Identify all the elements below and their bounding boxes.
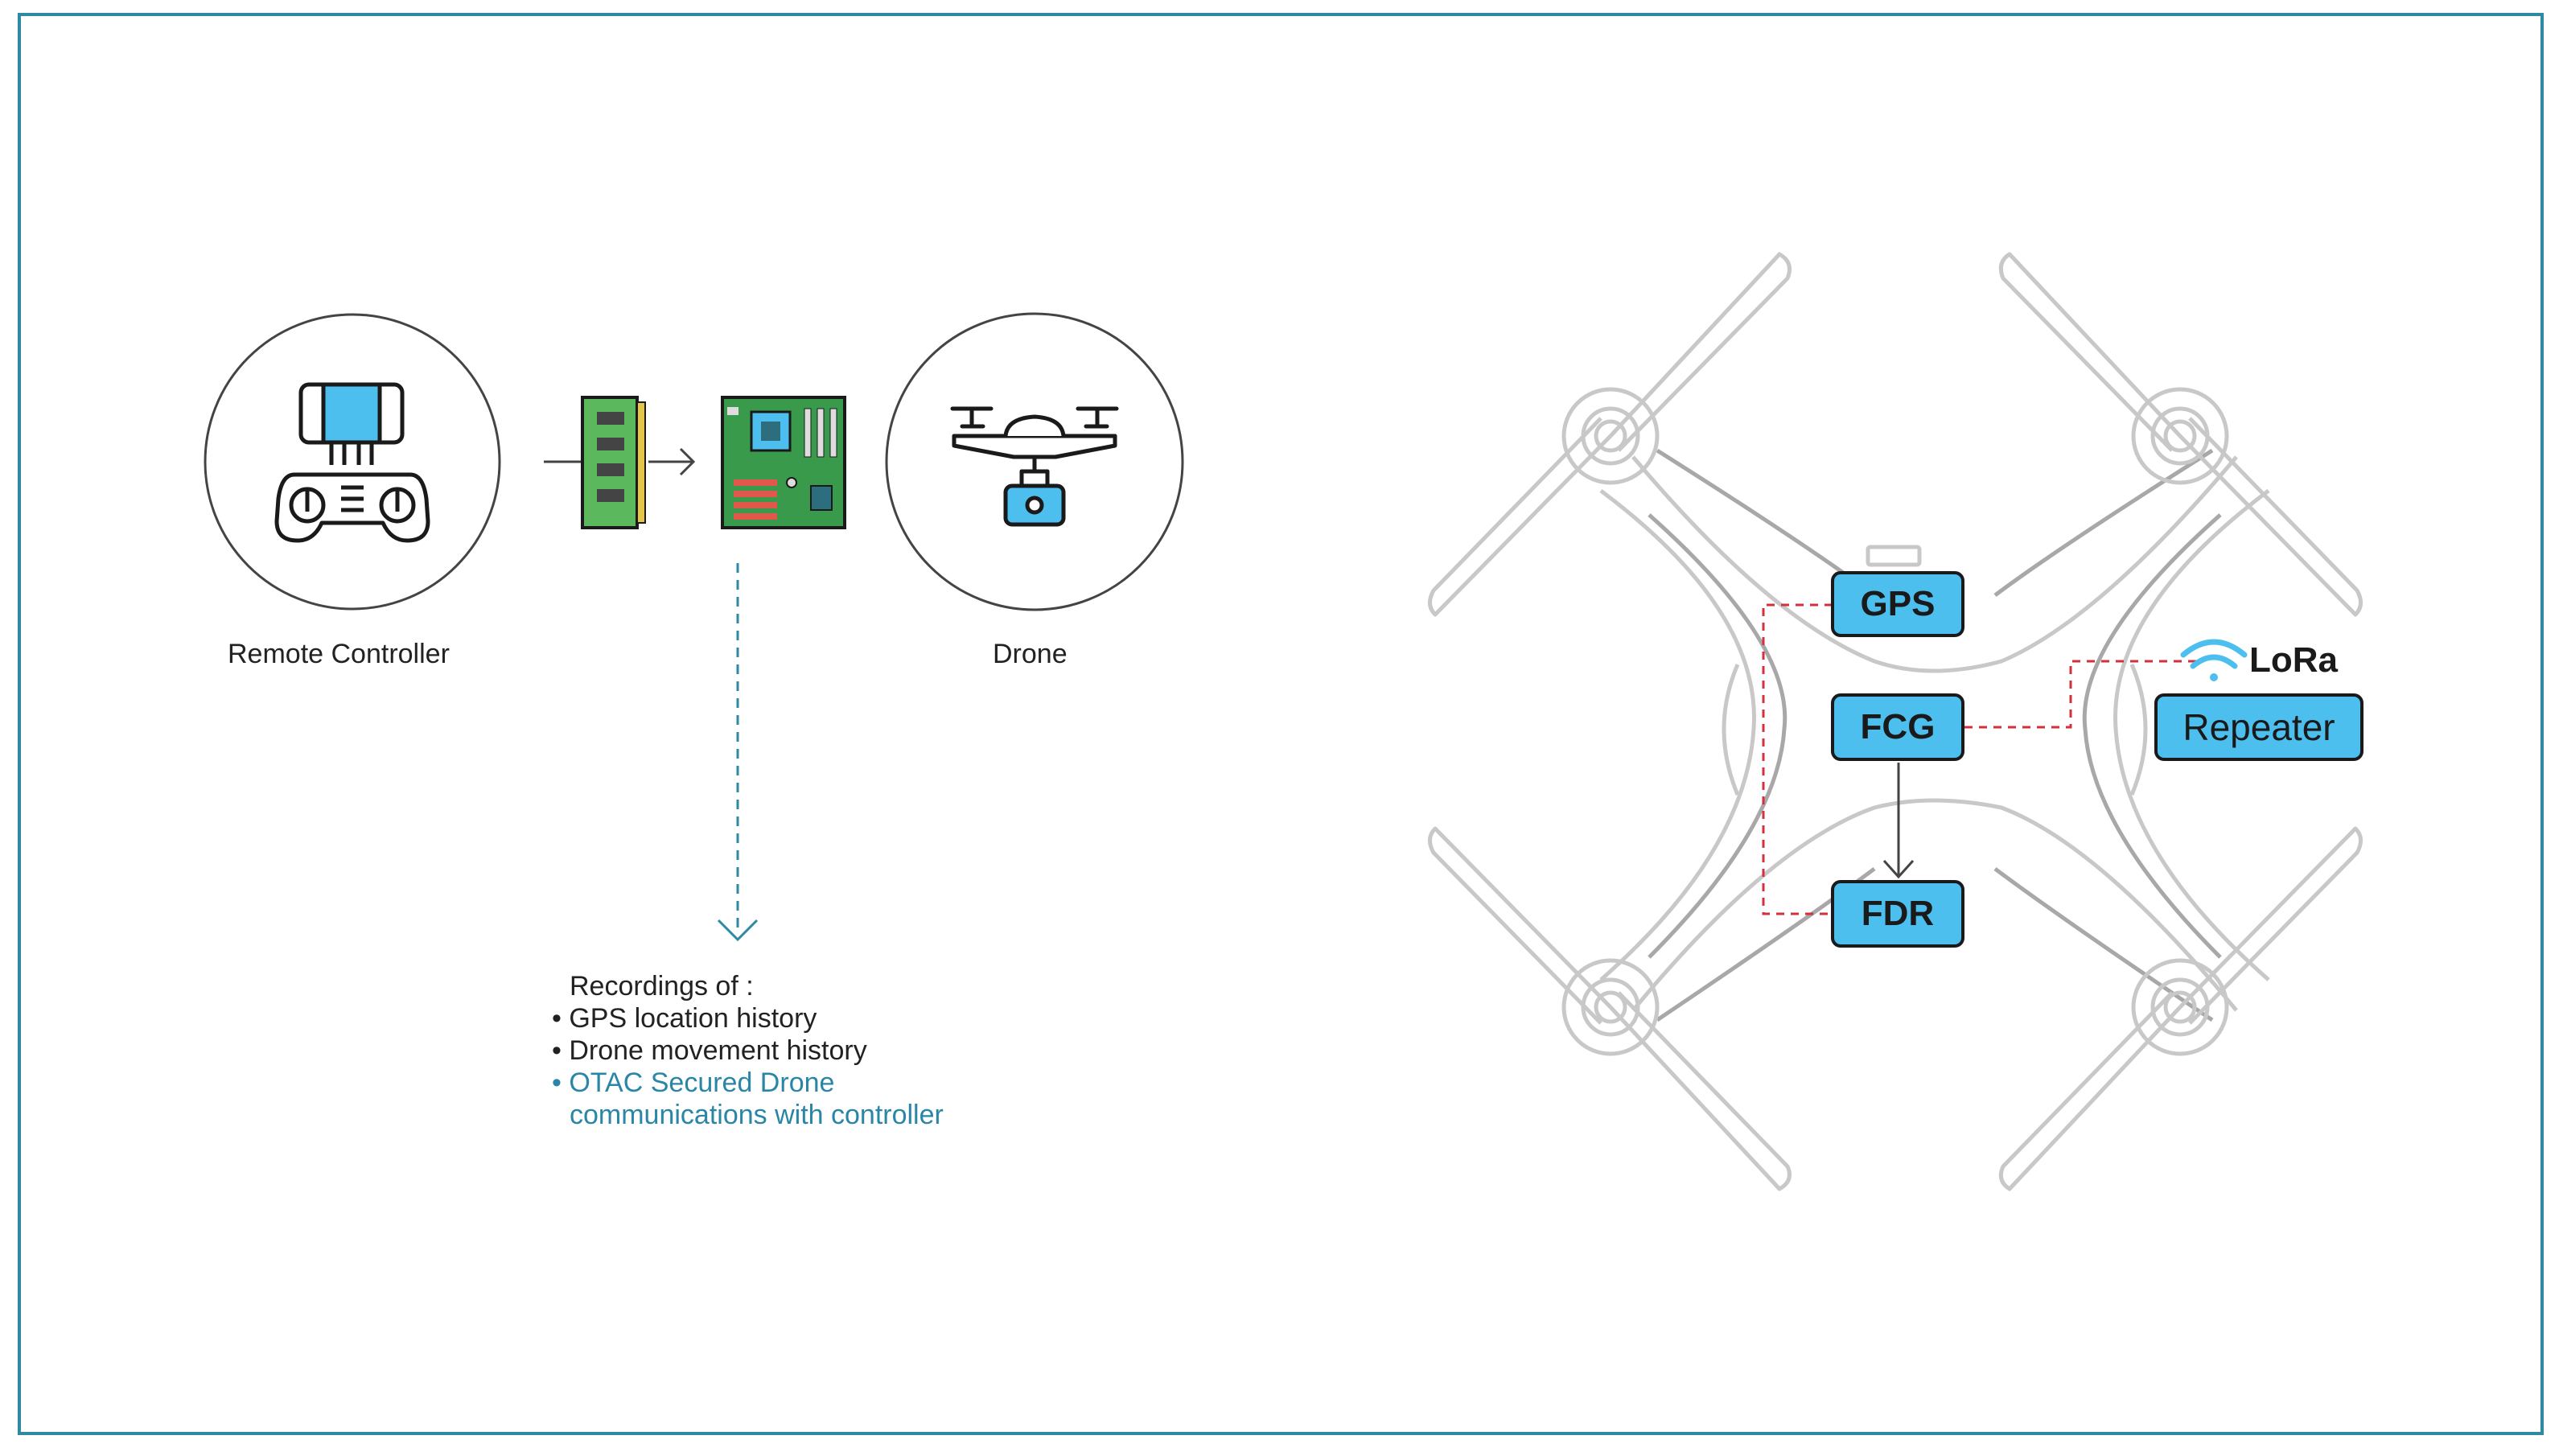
drone-icon — [950, 406, 1119, 527]
recording-bullet: • — [552, 1035, 562, 1066]
wifi-icon — [2180, 639, 2248, 681]
remote-controller-circle — [204, 313, 501, 611]
recording-highlight-line2: communications with controller — [570, 1100, 944, 1130]
drone-label: Drone — [993, 639, 1068, 669]
recording-bullet: • — [552, 1003, 562, 1034]
memory-chip-icon — [581, 396, 646, 529]
dashed-red-connectors — [1762, 603, 2201, 915]
drone-outline-illustration — [1428, 252, 2363, 1191]
lora-label: LoRa — [2249, 640, 2338, 680]
fcg-module-box: FCG — [1831, 693, 1964, 761]
remote-controller-icon — [274, 382, 430, 543]
drone-circle — [885, 312, 1184, 611]
gps-module-box: GPS — [1831, 571, 1964, 637]
recording-highlight-line1: OTAC Secured Drone — [569, 1067, 835, 1098]
remote-controller-label: Remote Controller — [228, 639, 450, 669]
recording-item-1: • GPS location history — [552, 1002, 817, 1034]
recording-item-2: • Drone movement history — [552, 1034, 867, 1067]
diagram-frame — [18, 13, 2544, 1435]
recordings-title: Recordings of : — [570, 971, 754, 1002]
repeater-box: Repeater — [2154, 693, 2363, 761]
circuit-board-icon — [721, 396, 846, 529]
recording-item-3: • OTAC Secured Drone — [552, 1067, 834, 1099]
fdr-module-box: FDR — [1831, 880, 1964, 948]
recording-item-text: GPS location history — [569, 1003, 817, 1034]
recording-bullet: • — [552, 1067, 562, 1098]
recording-item-text: Drone movement history — [569, 1035, 867, 1066]
